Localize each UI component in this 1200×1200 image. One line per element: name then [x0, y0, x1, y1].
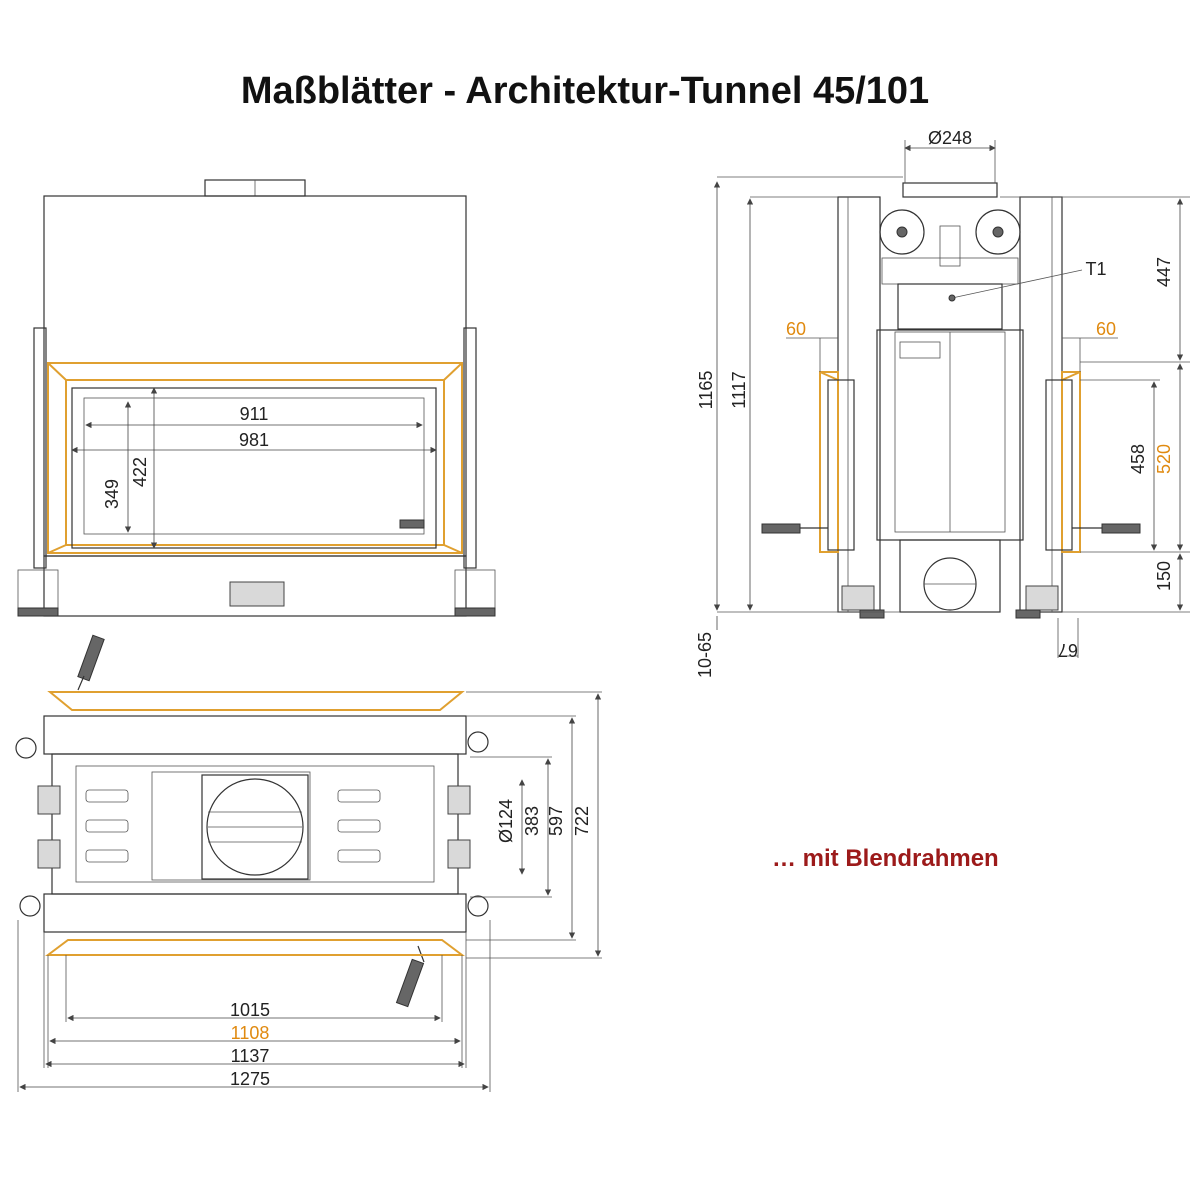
dim-422: 422: [130, 457, 150, 487]
dim-1275: 1275: [230, 1069, 270, 1089]
dim-520: 520: [1154, 444, 1174, 474]
dim-1137: 1137: [231, 1046, 270, 1066]
dim-383: 383: [522, 806, 542, 836]
page-title: Maßblätter - Architektur-Tunnel 45/101: [240, 70, 930, 112]
blendrahmen-note: … mit Blendrahmen: [772, 845, 999, 872]
top-view: Ø124 383 597 722 1015 1108 1137 1275: [15, 634, 602, 1092]
dim-1165: 1165: [696, 371, 716, 410]
dim-1108: 1108: [231, 1023, 270, 1043]
dim-150: 150: [1154, 561, 1174, 591]
dim-right-60: 60: [1096, 319, 1116, 339]
dim-d124: Ø124: [496, 799, 516, 843]
front-view: 911 981 349 422: [17, 179, 496, 617]
dim-feet: 10-65: [695, 632, 715, 678]
dim-597: 597: [546, 806, 566, 836]
label-t1: T1: [1085, 259, 1106, 279]
dim-67: 67: [1058, 640, 1078, 660]
dim-722: 722: [572, 806, 592, 836]
dim-447: 447: [1154, 257, 1174, 287]
dim-flue: Ø248: [928, 128, 972, 148]
dim-981: 981: [239, 430, 269, 450]
side-view: Ø248: [695, 128, 1190, 678]
dim-458: 458: [1128, 444, 1148, 474]
dim-349: 349: [102, 479, 122, 509]
dim-1015: 1015: [230, 1000, 270, 1020]
dim-911: 911: [240, 404, 269, 424]
dim-1117: 1117: [729, 371, 749, 408]
dim-left-60: 60: [786, 319, 806, 339]
